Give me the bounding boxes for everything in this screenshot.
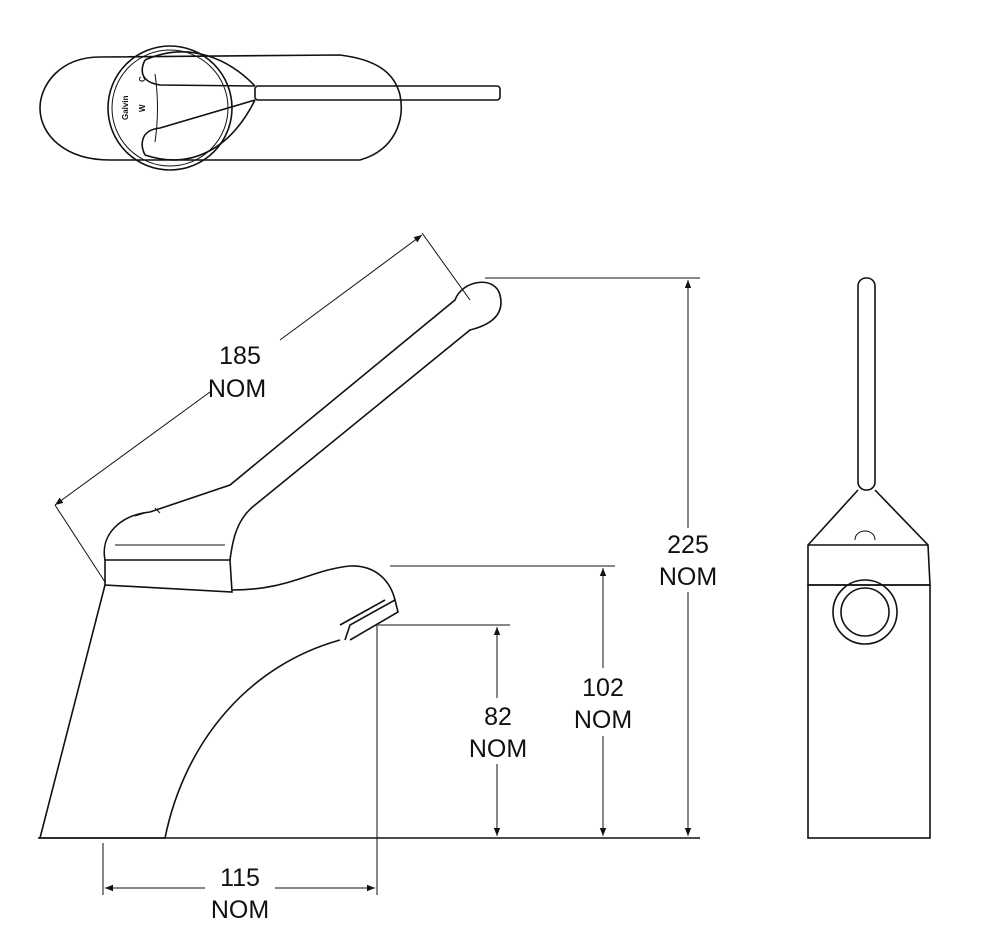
dimension-82: 82 NOM [378, 624, 527, 836]
side-view [807, 277, 931, 839]
dimension-102: 102 NOM [390, 565, 632, 836]
dim-185-value: 185 [219, 342, 261, 370]
top-view: Galvin W C [39, 45, 501, 171]
dim-115-value: 115 [220, 864, 260, 892]
dim-82-unit: NOM [469, 735, 527, 763]
dim-102-value: 102 [582, 674, 624, 702]
dim-115-unit: NOM [211, 896, 269, 924]
dimension-225: 225 NOM [485, 277, 717, 836]
dim-225-unit: NOM [659, 563, 717, 591]
dim-225-value: 225 [667, 531, 709, 559]
front-view [38, 281, 700, 839]
logo-cold-text: C [138, 76, 147, 82]
dim-102-unit: NOM [574, 706, 632, 734]
dimension-115: 115 NOM [102, 625, 378, 924]
dim-82-value: 82 [484, 703, 512, 731]
brand-logo: Galvin W C [121, 76, 147, 120]
logo-brand-text: Galvin [121, 95, 130, 120]
logo-warm-text: W [138, 104, 147, 112]
dim-185-unit: NOM [208, 375, 266, 403]
dimension-185: 185 NOM [54, 232, 471, 583]
